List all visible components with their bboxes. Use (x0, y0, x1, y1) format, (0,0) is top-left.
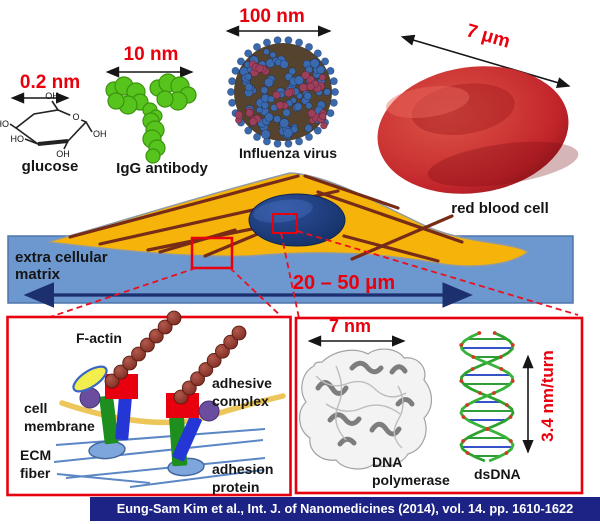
svg-text:HO: HO (11, 134, 25, 144)
polymerase-loops (315, 365, 407, 449)
polymerase-size-label: 7 nm (328, 316, 371, 336)
ecm-fiber-label: ECM fiber (20, 447, 52, 482)
ecm-label: extra cellular matrix (15, 249, 108, 284)
adaptor-protein-right (198, 400, 220, 422)
zoom-box-nucleus (272, 213, 298, 234)
svg-text:OH: OH (56, 149, 70, 159)
f-actin-filaments (104, 310, 247, 405)
adhesion-protein-label: adhesion protein (212, 461, 274, 496)
ecm-fiber-lines (53, 428, 266, 488)
igg-label: IgG antibody (116, 160, 208, 177)
rbc-label: red blood cell (451, 200, 549, 217)
signaling-ellipse (72, 365, 108, 393)
rbc-size-arrow (400, 34, 571, 88)
adhesion-inset-drawing (53, 310, 286, 488)
igg-antibody-panel (105, 66, 197, 164)
influenza-panel (225, 25, 339, 148)
citation-bar: Eung-Sam Kim et al., Int. J. of Nanomedi… (90, 497, 600, 521)
svg-text:OH: OH (45, 91, 59, 101)
virus-label: Influenza virus (238, 145, 338, 161)
igg-size-label: 10 nm (123, 44, 179, 65)
svg-text:HO: HO (0, 119, 9, 129)
adhesive-complex-label: adhesive complex (212, 375, 272, 410)
dsdna-structure (459, 331, 515, 463)
virus-size-label: 100 nm (239, 6, 305, 27)
svg-text:O: O (72, 112, 79, 122)
virus-spikes (227, 36, 339, 148)
dna-polymerase-structure (299, 348, 433, 470)
cell-size-label: 20 – 50 μm (292, 272, 396, 294)
rbc-body (377, 66, 579, 194)
glucose-atom-labels: OH HO HO O OH OH (0, 91, 107, 159)
integrin-legs (99, 395, 202, 467)
glucose-label: glucose (21, 158, 79, 175)
dna-turn-label: 3.4 nm/turn (538, 350, 557, 442)
glucose-panel: OH HO HO O OH OH (0, 91, 107, 159)
dna-polymerase-label: DNA polymerase (372, 454, 450, 488)
glucose-structure (9, 100, 93, 150)
f-actin-label: F-actin (76, 330, 122, 346)
zoom-leader-lines (49, 230, 579, 319)
svg-text:OH: OH (93, 129, 107, 139)
rbc-panel (377, 34, 579, 194)
cell-membrane-label: cell membrane (24, 400, 95, 435)
igg-antibody-structure (105, 73, 197, 164)
zoom-box-adhesion (190, 236, 234, 270)
dsdna-label: dsDNA (474, 466, 521, 482)
glucose-size-label: 0.2 nm (19, 72, 81, 93)
